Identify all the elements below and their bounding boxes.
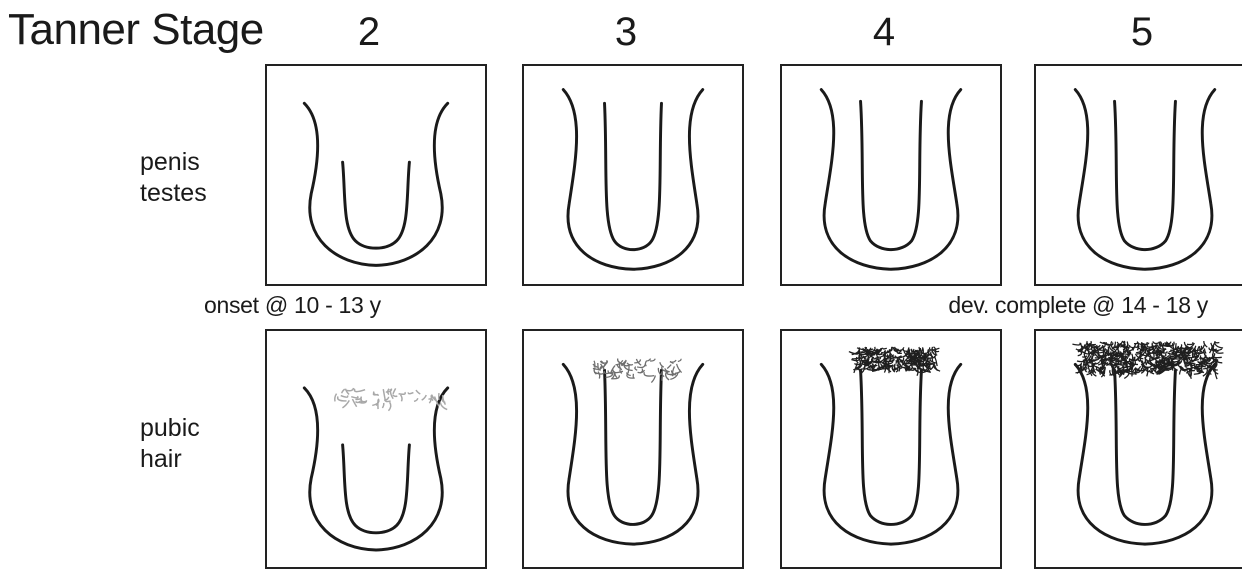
panel-pubic-hair-stage-5 xyxy=(1034,329,1242,569)
hair-stroke xyxy=(388,402,390,411)
hair-stroke xyxy=(852,355,859,358)
hair-stroke xyxy=(1145,357,1146,365)
pubic-hair-illustration xyxy=(524,331,742,567)
hair-stroke xyxy=(635,367,637,371)
hair-stroke xyxy=(884,355,890,356)
hair-stroke xyxy=(1078,352,1082,356)
hair-stroke xyxy=(1187,342,1193,344)
panel-pubic-hair-stage-3 xyxy=(522,329,744,569)
hair-stroke xyxy=(903,357,904,362)
stage-5-heading: 5 xyxy=(1112,12,1172,52)
hair-stroke xyxy=(393,395,398,397)
hair-stroke xyxy=(414,398,418,401)
hair-stroke xyxy=(352,399,356,407)
hair-stroke xyxy=(903,349,907,351)
hair-stroke xyxy=(1072,343,1080,345)
hair-stroke xyxy=(351,396,358,398)
hair-stroke xyxy=(346,388,354,391)
hair-stroke xyxy=(393,388,396,393)
hair-stroke xyxy=(627,363,633,365)
hair-stroke xyxy=(416,390,420,394)
genital-outline-illustration xyxy=(782,66,1000,284)
stage-3-heading: 3 xyxy=(596,12,656,52)
hair-stroke xyxy=(385,400,391,402)
completion-annotation: dev. complete @ 14 - 18 y xyxy=(948,294,1208,317)
onset-annotation: onset @ 10 - 13 y xyxy=(204,294,381,317)
row-label-line: pubic xyxy=(140,413,260,444)
hair-stroke xyxy=(342,389,345,393)
row-label-line: penis xyxy=(140,147,260,178)
hair-stroke xyxy=(895,347,899,350)
hair-stroke xyxy=(677,364,682,373)
hair-stroke xyxy=(882,348,886,349)
hair-stroke xyxy=(660,362,664,367)
panel-genital-stage-5 xyxy=(1034,64,1242,286)
panel-genital-stage-2 xyxy=(265,64,487,286)
hair-stroke xyxy=(678,359,681,362)
hair-stroke xyxy=(594,367,596,374)
hair-stroke xyxy=(440,402,447,409)
pubic-hair-illustration xyxy=(1036,331,1242,567)
genital-outline-illustration xyxy=(267,66,485,284)
hair-stroke xyxy=(667,365,671,369)
row-label-penis-testes: penis testes xyxy=(140,147,260,210)
genital-outline-illustration xyxy=(1036,66,1242,284)
hair-stroke xyxy=(341,395,348,397)
hair-stroke xyxy=(872,364,877,366)
hair-stroke xyxy=(385,397,388,400)
hair-stroke xyxy=(1215,341,1220,343)
hair-stroke xyxy=(1132,354,1133,360)
hair-stroke xyxy=(1147,368,1148,376)
hair-stroke xyxy=(644,372,654,376)
diagram-title: Tanner Stage xyxy=(8,8,264,52)
hair-stroke xyxy=(670,360,676,362)
hair-stroke xyxy=(1134,342,1138,344)
hair-stroke xyxy=(638,370,645,373)
panel-genital-stage-3 xyxy=(522,64,744,286)
panel-pubic-hair-stage-4 xyxy=(780,329,1002,569)
hair-stroke xyxy=(1110,358,1111,366)
stage-4-heading: 4 xyxy=(854,12,914,52)
hair-stroke xyxy=(651,375,655,382)
stage-2-heading: 2 xyxy=(339,12,399,52)
row-label-pubic-hair: pubic hair xyxy=(140,413,260,476)
row-label-line: testes xyxy=(140,178,260,209)
hair-stroke xyxy=(408,392,413,393)
hair-stroke xyxy=(355,401,360,402)
row-label-line: hair xyxy=(140,444,260,475)
genital-outline-illustration xyxy=(524,66,742,284)
pubic-hair-illustration xyxy=(782,331,1000,567)
hair-stroke xyxy=(422,395,427,400)
hair-stroke xyxy=(401,395,402,401)
hair-stroke xyxy=(399,392,406,394)
panel-genital-stage-4 xyxy=(780,64,1002,286)
hair-stroke xyxy=(374,392,379,396)
hair-stroke xyxy=(598,372,600,379)
hair-stroke xyxy=(428,397,432,399)
hair-stroke xyxy=(335,394,337,402)
hair-stroke xyxy=(383,389,385,400)
hair-stroke xyxy=(927,360,931,361)
hair-stroke xyxy=(886,354,887,360)
hair-stroke xyxy=(1084,351,1085,358)
hair-stroke xyxy=(1175,343,1176,350)
panel-pubic-hair-stage-2 xyxy=(265,329,487,569)
pubic-hair-illustration xyxy=(267,331,485,567)
hair-stroke xyxy=(354,389,365,392)
hair-stroke xyxy=(382,403,383,408)
hair-stroke xyxy=(645,361,646,367)
hair-stroke xyxy=(429,399,431,403)
